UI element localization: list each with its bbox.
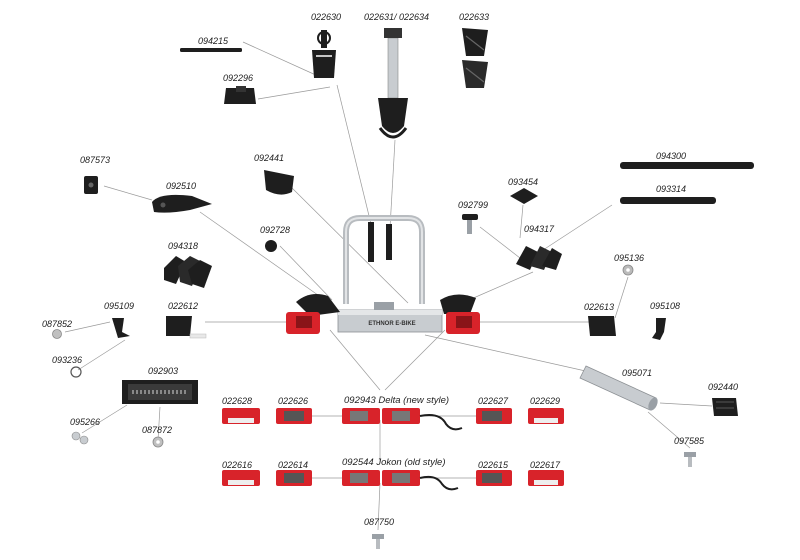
part-095136-washer (622, 264, 634, 276)
label-022627: 022627 (478, 396, 509, 406)
label-022616: 022616 (222, 460, 253, 470)
part-094215-bar (180, 48, 242, 52)
label-092544: 092544 Jokon (old style) (342, 457, 446, 468)
label-097585: 097585 (674, 436, 705, 446)
lamp-row-2 (222, 470, 564, 491)
leader-lines (64, 41, 713, 531)
part-022633-strap (462, 28, 488, 88)
part-093314-bar (620, 197, 716, 204)
label-095109: 095109 (104, 301, 135, 311)
part-092728-knob (265, 240, 277, 252)
part-092510-lever (152, 194, 212, 213)
part-022630-clamp (312, 30, 336, 78)
label-093236: 093236 (52, 355, 83, 365)
part-095266-bolts (71, 431, 89, 445)
part-092296-cap (224, 86, 256, 104)
label-092728: 092728 (260, 225, 291, 235)
label-022613: 022613 (584, 302, 615, 312)
part-092903-plate (122, 380, 198, 404)
label-093454: 093454 (508, 177, 539, 187)
part-092441-cover (264, 170, 294, 195)
label-022612: 022612 (168, 301, 199, 311)
part-095109-endcap (112, 318, 130, 338)
carrier-assembly: ETHNOR E-BIKE (286, 215, 480, 334)
label-094215: 094215 (198, 36, 229, 46)
label-022631: 022631/ 022634 (364, 12, 430, 22)
label-095266: 095266 (70, 417, 101, 427)
part-093454-plate (510, 188, 538, 204)
part-022631-arm (378, 28, 408, 139)
part-094300-bar (620, 162, 754, 169)
label-094318: 094318 (168, 241, 199, 251)
part-087852-washer (52, 329, 62, 339)
label-092440: 092440 (708, 382, 739, 392)
label-022614: 022614 (278, 460, 309, 470)
part-092440-cap (712, 398, 738, 416)
label-095108: 095108 (650, 301, 681, 311)
label-022630: 022630 (311, 12, 342, 22)
label-092510: 092510 (166, 181, 197, 191)
label-022617: 022617 (530, 460, 561, 470)
part-095071-tube (579, 365, 658, 411)
label-095136: 095136 (614, 253, 645, 263)
label-092441: 092441 (254, 153, 285, 163)
part-022612-lampcover (166, 316, 207, 339)
label-022615: 022615 (478, 460, 509, 470)
label-095071: 095071 (622, 368, 653, 378)
part-087872-washer (152, 436, 164, 448)
label-022626: 022626 (278, 396, 309, 406)
part-087573-bolt (84, 176, 98, 194)
part-087750-screw (372, 534, 384, 549)
label-093314: 093314 (656, 184, 687, 194)
label-092296: 092296 (223, 73, 254, 83)
part-097585-screw (684, 452, 696, 467)
label-022629: 022629 (530, 396, 561, 406)
part-022613-lampcover (588, 316, 616, 336)
label-092903: 092903 (148, 366, 179, 376)
part-093236-ring (70, 366, 82, 378)
label-092943: 092943 Delta (new style) (344, 395, 450, 406)
part-094317-clamps (516, 246, 562, 270)
label-094317: 094317 (524, 224, 555, 234)
label-022633: 022633 (459, 12, 490, 22)
label-087872: 087872 (142, 425, 173, 435)
carrier-brand-text: ETHNOR E-BIKE (368, 321, 415, 327)
part-094318-clamps (164, 256, 212, 288)
label-087852: 087852 (42, 319, 73, 329)
label-087750: 087750 (364, 517, 395, 527)
label-092799: 092799 (458, 200, 489, 210)
label-022628: 022628 (222, 396, 253, 406)
part-095108-endcap (652, 318, 666, 340)
label-094300: 094300 (656, 151, 687, 161)
label-087573: 087573 (80, 155, 111, 165)
lamp-row-1 (222, 408, 564, 431)
part-092799-screw (462, 214, 478, 234)
